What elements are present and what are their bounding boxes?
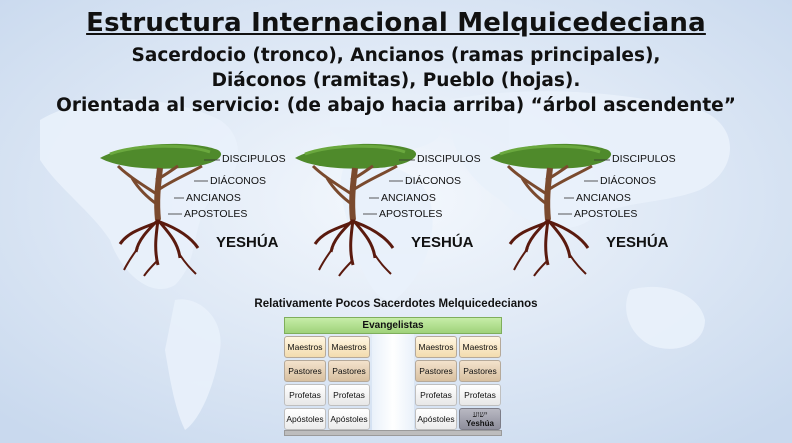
cell-apostoles: Apóstoles [284,408,326,430]
label-ancianos: ANCIANOS [186,192,241,204]
evangelistas-bar: Evangelistas [284,317,502,334]
tree-illustration [295,143,417,277]
cell-pastores: Pastores [328,360,370,382]
tree-diagram-3: DISCIPULOS DIÁCONOS ANCIANOS APOSTOLES Y… [488,140,688,280]
structure-base [284,430,502,436]
yeshua-label: Yeshúa [465,419,494,428]
cell-profetas: Profetas [459,384,501,406]
label-yeshua-root: YESHÚA [606,234,669,251]
label-diaconos: DIÁCONOS [405,175,462,187]
label-discipulos: DISCIPULOS [417,153,481,165]
tree-diagram-1: DISCIPULOS DIÁCONOS ANCIANOS APOSTOLES Y… [98,140,298,280]
label-yeshua-root: YESHÚA [411,234,474,251]
cell-pastores: Pastores [284,360,326,382]
tree-illustration [100,143,222,277]
cell-maestros: Maestros [284,336,326,358]
label-apostoles: APOSTOLES [184,208,248,220]
label-diaconos: DIÁCONOS [210,175,267,187]
label-apostoles: APOSTOLES [574,208,638,220]
label-apostoles: APOSTOLES [379,208,443,220]
cell-maestros: Maestros [459,336,501,358]
label-yeshua-root: YESHÚA [216,234,279,251]
subtitle-line-3: Orientada al servicio: (de abajo hacia a… [56,95,736,116]
subtitle-line-2: Diáconos (ramitas), Pueblo (hojas). [211,70,581,91]
cell-yeshua: ישוע Yeshúa [459,408,501,430]
label-discipulos: DISCIPULOS [222,153,286,165]
cell-maestros: Maestros [328,336,370,358]
structure-gap [372,334,414,430]
subtitle-line-1: Sacerdocio (tronco), Ancianos (ramas pri… [131,45,661,66]
tree-illustration [490,143,612,277]
tree-diagram-2: DISCIPULOS DIÁCONOS ANCIANOS APOSTOLES Y… [293,140,493,280]
cell-profetas: Profetas [284,384,326,406]
cell-profetas: Profetas [328,384,370,406]
label-discipulos: DISCIPULOS [612,153,676,165]
cell-pastores: Pastores [415,360,457,382]
cell-apostoles: Apóstoles [415,408,457,430]
structure-caption: Relativamente Pocos Sacerdotes Melquiced… [254,298,538,310]
label-ancianos: ANCIANOS [381,192,436,204]
page-title: Estructura Internacional Melquicedeciana [86,8,706,38]
cell-pastores: Pastores [459,360,501,382]
cell-maestros: Maestros [415,336,457,358]
label-ancianos: ANCIANOS [576,192,631,204]
cell-profetas: Profetas [415,384,457,406]
hebrew-yeshua-text: ישוע [472,410,488,419]
label-diaconos: DIÁCONOS [600,175,657,187]
cell-apostoles: Apóstoles [328,408,370,430]
